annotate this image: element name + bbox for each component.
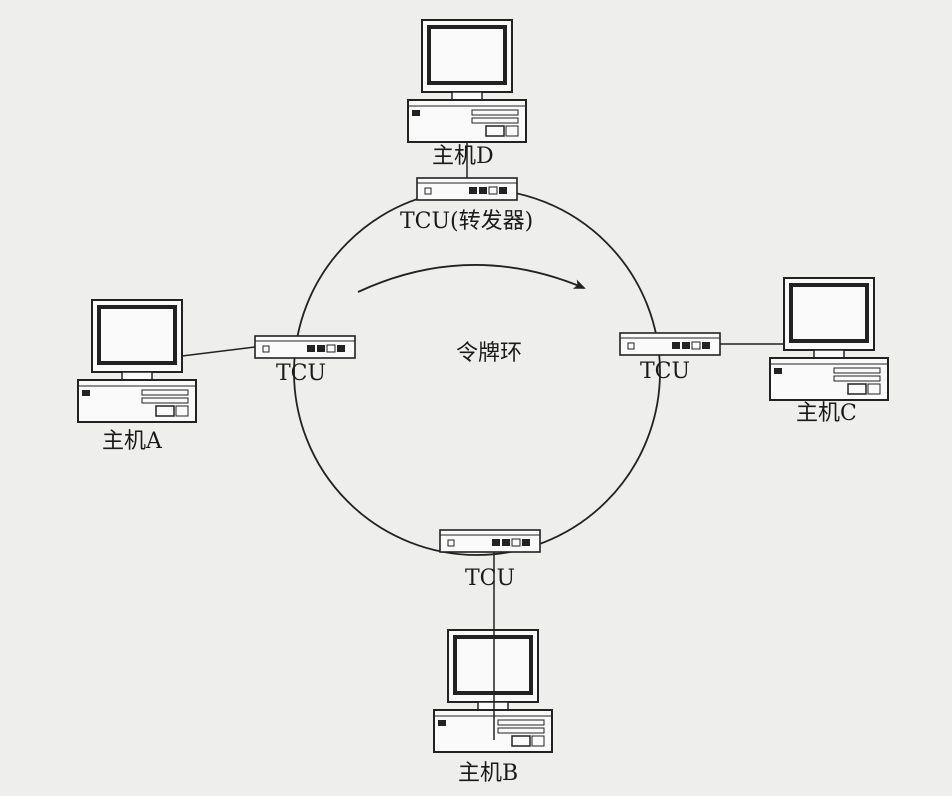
tcu-a-label: TCU [276,361,326,386]
host-c-label: 主机C [796,401,857,426]
token-ring [293,188,661,556]
tcu-device-d [416,177,518,201]
tcu-device-a [254,335,356,359]
tcu-c-label: TCU [640,359,690,384]
host-a-label: 主机A [102,429,163,454]
ring-label: 令牌环 [456,341,522,366]
computer-icon-host-c [768,276,890,402]
host-d-label: 主机D [432,144,494,169]
computer-icon-host-b [432,628,554,754]
tcu-device-b [439,529,541,553]
host-b-label: 主机B [458,761,518,786]
link-host-a [181,346,256,357]
computer-icon-host-a [76,298,198,424]
tcu-d-label: TCU(转发器) [400,209,533,234]
tcu-device-c [619,332,721,356]
computer-icon-host-d [406,18,528,144]
tcu-b-label: TCU [465,566,515,591]
token-direction-arrow [357,264,586,293]
